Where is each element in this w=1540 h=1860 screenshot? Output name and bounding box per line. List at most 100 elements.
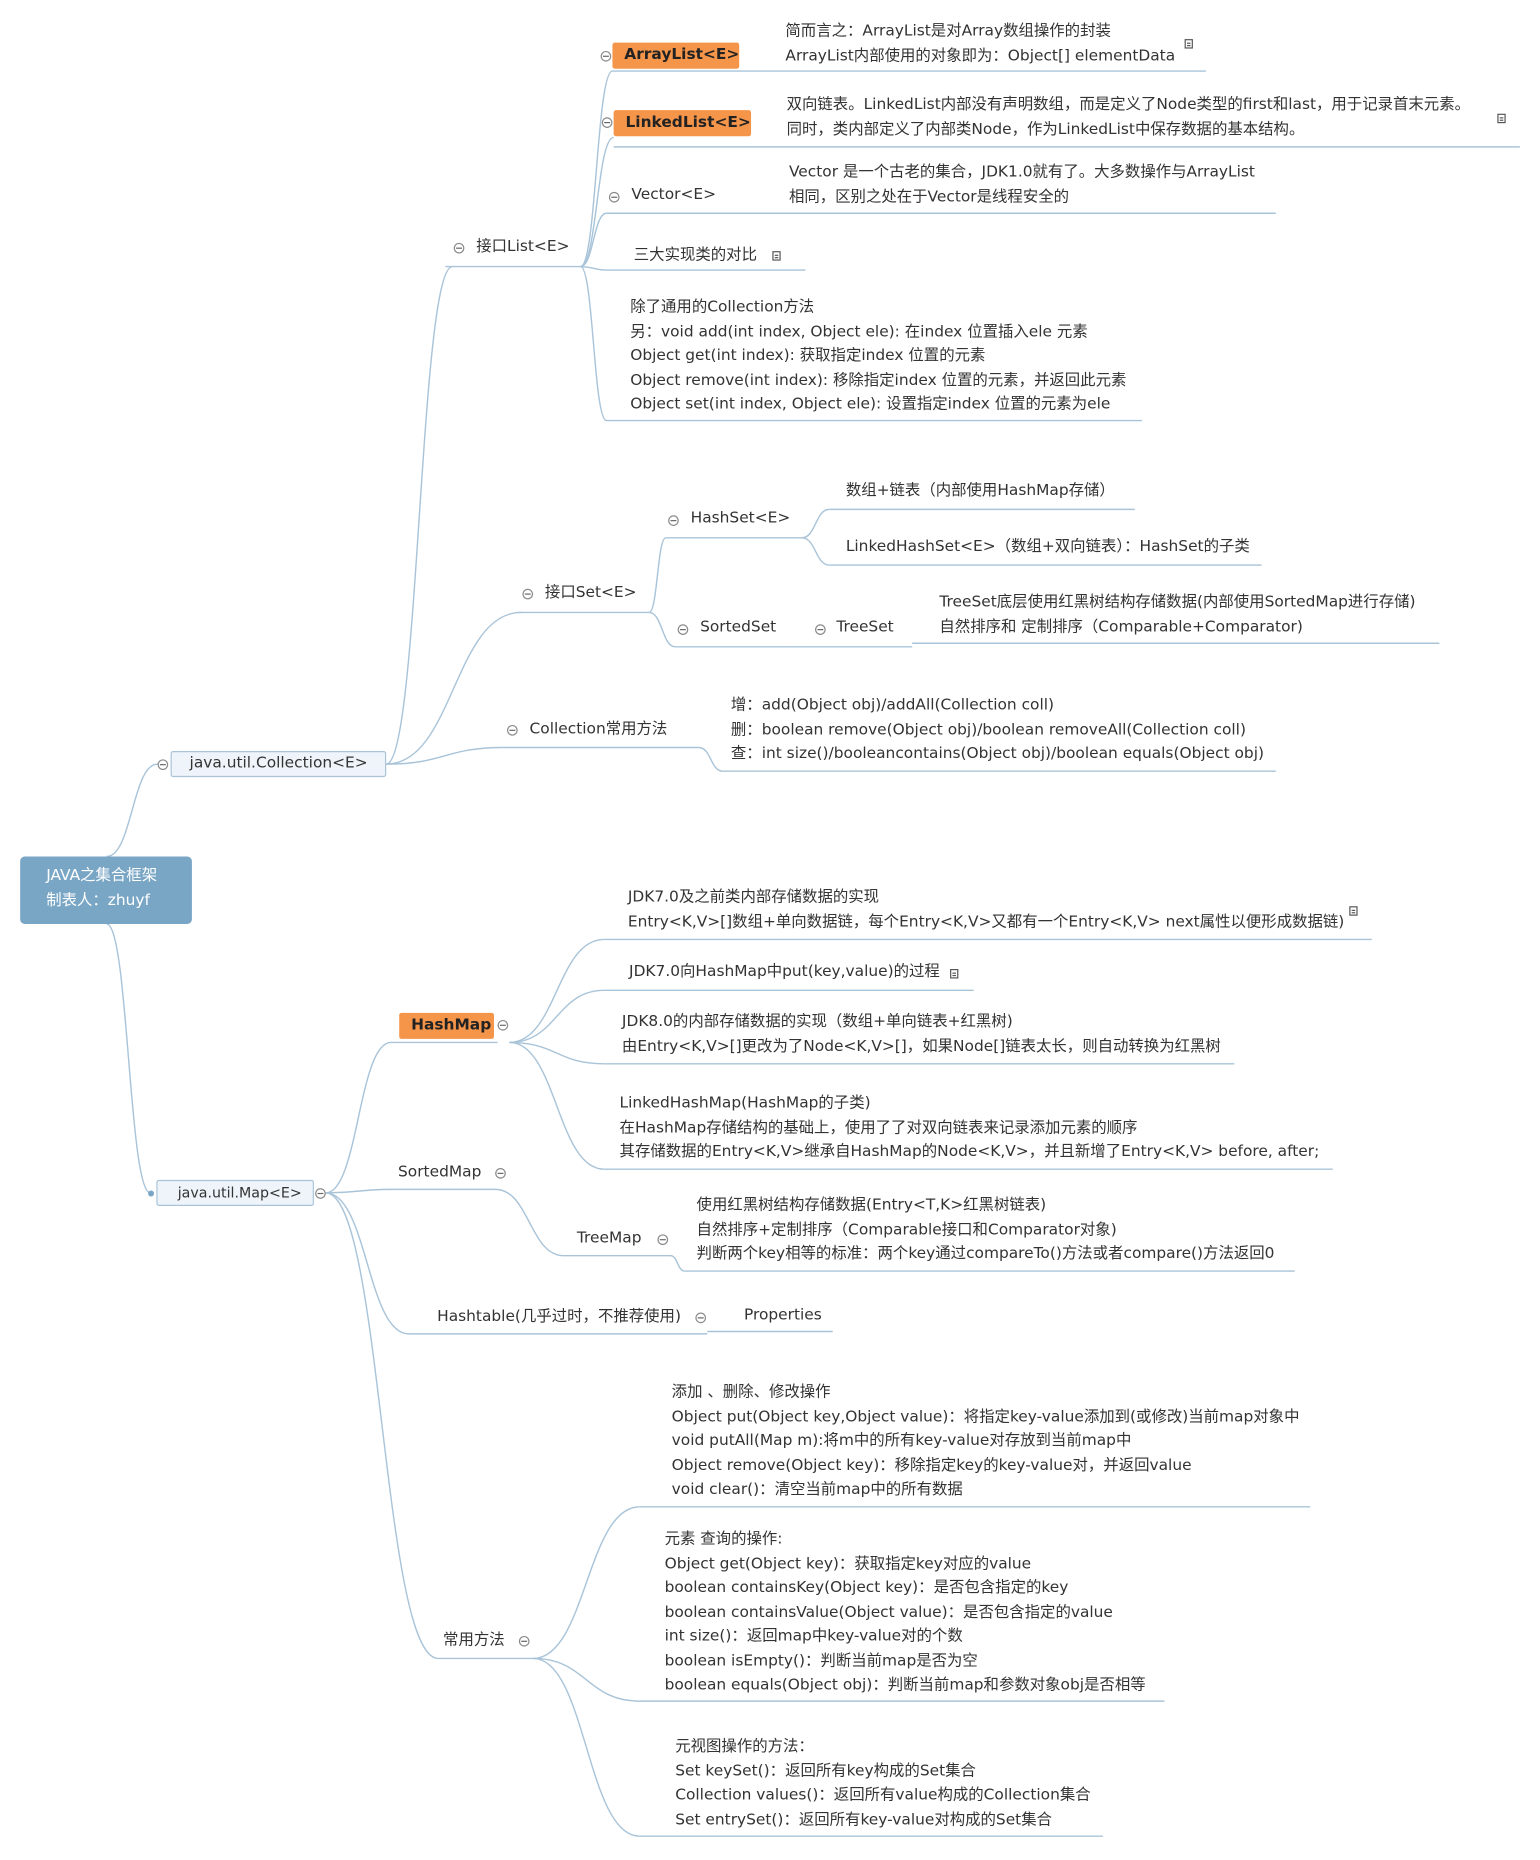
collapse-hashset-icon[interactable] xyxy=(668,515,679,526)
collapse-treemap-icon[interactable] xyxy=(657,1234,669,1246)
connector-curve xyxy=(385,265,453,765)
collection-method-line: 删：boolean remove(Object obj)/boolean rem… xyxy=(730,720,1246,739)
connector-curve xyxy=(533,1657,640,1837)
node-treeset[interactable]: TreeSet xyxy=(836,618,894,637)
connector-curve xyxy=(325,1192,439,1660)
node-hashtable[interactable]: Hashtable(几乎过时，不推荐使用) xyxy=(437,1307,681,1326)
note-icon[interactable] xyxy=(1184,39,1193,49)
connector-curve xyxy=(533,1506,640,1660)
collapse-set-icon[interactable] xyxy=(522,588,534,600)
connector-curve xyxy=(386,746,504,765)
note-icon[interactable] xyxy=(1497,113,1506,124)
node-collection[interactable]: java.util.Collection<E> xyxy=(170,751,387,778)
list-method-line: Object set(int index, Object ele): 设置指定i… xyxy=(630,395,1111,414)
note-icon[interactable] xyxy=(1349,906,1358,916)
hashmap-linked: LinkedHashMap(HashMap的子类) 在HashMap存储结构的基… xyxy=(620,1092,1320,1165)
connector-curve xyxy=(801,537,830,566)
connector-curve xyxy=(325,1192,409,1335)
note-icon[interactable] xyxy=(950,969,959,979)
node-linkedlist[interactable]: LinkedList<E> xyxy=(613,110,752,137)
hashmap-put[interactable]: JDK7.0向HashMap中put(key,value)的过程 xyxy=(629,963,940,981)
collapse-linkedlist-icon[interactable] xyxy=(601,117,613,128)
connector-curve xyxy=(580,136,614,268)
node-sortedmap[interactable]: SortedMap xyxy=(398,1163,482,1182)
arraylist-desc-line: 简而言之：ArrayList是对Array数组操作的封装 xyxy=(785,22,1111,41)
collection-method-line: 查：int size()/booleancontains(Object obj)… xyxy=(730,745,1265,763)
connector-curve xyxy=(579,265,608,422)
connector-root-collection xyxy=(106,763,158,858)
collapse-list-icon[interactable] xyxy=(453,242,465,254)
collapse-vector-icon[interactable] xyxy=(608,191,620,203)
vector-desc-line: 相同，区别之处在于Vector是线程安全的 xyxy=(788,187,1070,206)
node-collection-methods[interactable]: Collection常用方法 xyxy=(529,720,668,739)
connector-curve xyxy=(580,265,607,271)
view-line: Set keySet()：返回所有key构成的Set集合 xyxy=(675,1762,976,1780)
view-line: 元视图操作的方法： xyxy=(675,1737,814,1756)
node-list[interactable]: 接口List<E> xyxy=(476,238,570,256)
collapse-treeset-icon[interactable] xyxy=(815,624,826,635)
collapse-hashtable-icon[interactable] xyxy=(695,1312,707,1324)
map-modify-methods: 添加 、删除、修改操作 Object put(Object key,Object… xyxy=(672,1381,1300,1502)
node-arraylist[interactable]: ArrayList<E> xyxy=(612,42,739,69)
linkedlist-desc: 双向链表。LinkedList内部没有声明数组，而是定义了Node类型的firs… xyxy=(787,94,1470,143)
collapse-arraylist-icon[interactable] xyxy=(600,50,612,62)
treeset-desc-line: TreeSet底层使用红黑树结构存储数据(内部使用SortedMap进行存储) xyxy=(939,593,1416,612)
hashset-child-storage[interactable]: 数组+链表（内部使用HashMap存储） xyxy=(845,482,1115,500)
node-hashset[interactable]: HashSet<E> xyxy=(690,509,791,528)
node-compare[interactable]: 三大实现类的对比 xyxy=(633,246,757,265)
node-sortedset[interactable]: SortedSet xyxy=(700,618,777,637)
note-icon[interactable] xyxy=(772,251,781,261)
node-map-methods[interactable]: 常用方法 xyxy=(443,1631,505,1649)
collapse-sortedmap-icon[interactable] xyxy=(495,1168,506,1179)
connector-curve xyxy=(698,746,723,772)
connector-curve xyxy=(495,1188,564,1257)
hashmap-jdk7: JDK7.0及之前类内部存储数据的实现 Entry<K,V>[]数组+单向数据链… xyxy=(628,886,1344,935)
linkedlist-desc-line: 同时，类内部定义了内部类Node，作为LinkedList中保存数据的基本结构。 xyxy=(786,120,1305,139)
hashmap-jdk8: JDK8.0的内部存储数据的实现（数组+单向链表+红黑树) 由Entry<K,V… xyxy=(622,1010,1221,1059)
collapse-map-methods-icon[interactable] xyxy=(518,1635,530,1647)
collapse-common-icon[interactable] xyxy=(507,724,518,736)
query-line: boolean equals(Object obj)：判断当前map和参数对象o… xyxy=(664,1676,1146,1695)
list-method-line: 另：void add(int index, Object ele): 在inde… xyxy=(630,322,1088,341)
node-set[interactable]: 接口Set<E> xyxy=(544,584,637,602)
modify-line: Object remove(Object key)：移除指定key的key-va… xyxy=(671,1456,1192,1475)
treemap-desc-line: 判断两个key相等的标准：两个key通过compareTo()方法或者compa… xyxy=(696,1245,1275,1263)
query-line: Object get(Object key)：获取指定key对应的value xyxy=(664,1554,1032,1573)
node-properties[interactable]: Properties xyxy=(743,1306,822,1325)
vector-desc: Vector 是一个古老的集合，JDK1.0就有了。大多数操作与ArrayLis… xyxy=(789,161,1255,210)
connector-curve xyxy=(509,938,605,1044)
connector-curve xyxy=(579,70,614,268)
connector-curve xyxy=(670,1254,685,1272)
link-dot xyxy=(148,1190,155,1197)
collapse-collection-icon[interactable] xyxy=(157,759,169,771)
connector-curve xyxy=(325,1041,392,1194)
root-author: 制表人：zhuyf xyxy=(46,891,150,910)
node-linkedhashset[interactable]: LinkedHashSet<E>（数组+双向链表）：HashSet的子类 xyxy=(845,537,1250,556)
arraylist-desc-line: ArrayList内部使用的对象即为：Object[] elementData xyxy=(785,46,1176,65)
list-method-line: 除了通用的Collection方法 xyxy=(630,298,815,317)
connector-curve xyxy=(580,212,607,268)
treeset-desc-line: 自然排序和 定制排序（Comparable+Comparator) xyxy=(939,617,1303,636)
node-hashmap[interactable]: HashMap xyxy=(399,1012,494,1039)
collapse-hashmap-icon[interactable] xyxy=(497,1019,509,1031)
node-treemap[interactable]: TreeMap xyxy=(576,1229,642,1248)
linkedhashmap-line: LinkedHashMap(HashMap的子类) xyxy=(619,1094,871,1113)
treemap-desc-line: 使用红黑树结构存储数据(Entry<T,K>红黑树链表) xyxy=(696,1196,1047,1215)
node-map[interactable]: java.util.Map<E> xyxy=(156,1179,314,1206)
connector-curve xyxy=(509,1041,605,1065)
list-method-line: Object get(int index): 获取指定index 位置的元素 xyxy=(630,347,986,365)
connector-curve xyxy=(801,508,830,539)
collapse-sortedset-icon[interactable] xyxy=(677,624,689,635)
root-node[interactable]: JAVA之集合框架 制表人：zhuyf xyxy=(20,856,192,925)
modify-line: Object put(Object key,Object value)：将指定k… xyxy=(671,1407,1300,1426)
list-method-line: Object remove(int index): 移除指定index 位置的元… xyxy=(630,371,1127,390)
node-vector[interactable]: Vector<E> xyxy=(631,185,717,204)
vector-desc-line: Vector 是一个古老的集合，JDK1.0就有了。大多数操作与ArrayLis… xyxy=(788,163,1255,182)
collection-methods-desc: 增：add(Object obj)/addAll(Collection coll… xyxy=(731,694,1264,767)
collapse-map-icon[interactable] xyxy=(315,1188,326,1199)
linkedhashmap-line: 其存储数据的Entry<K,V>继承自HashMap的Node<K,V>，并且新… xyxy=(619,1143,1320,1161)
linkedlist-desc-line: 双向链表。LinkedList内部没有声明数组，而是定义了Node类型的firs… xyxy=(786,95,1471,114)
jdk8-line: JDK8.0的内部存储数据的实现（数组+单向链表+红黑树) xyxy=(621,1012,1013,1031)
connector-curve xyxy=(648,537,667,614)
